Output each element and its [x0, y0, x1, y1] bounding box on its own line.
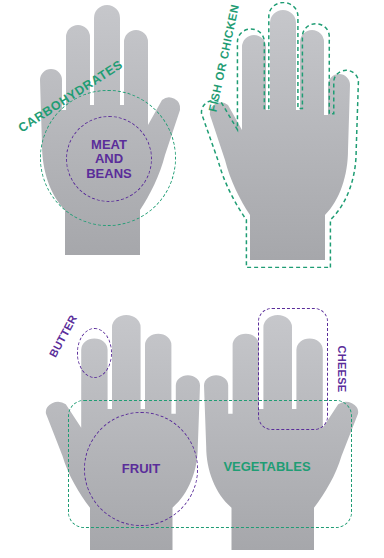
dashed-outline: [201, 3, 358, 268]
portion-circle: CARBOHYDRATESMEAT AND BEANS: [40, 90, 176, 226]
hand-outline: FISH OR CHICKEN: [198, 2, 362, 268]
food-label: FRUIT: [122, 462, 160, 476]
portion-box: VEGETABLES FRUIT: [68, 400, 352, 528]
portion-circle: FRUIT: [84, 412, 198, 526]
portion-oval: BUTTER: [77, 328, 112, 378]
hand-shape: [40, 5, 180, 255]
hand-shape: [204, 315, 358, 550]
food-label: MEAT AND BEANS: [81, 138, 137, 181]
portion-circle: MEAT AND BEANS: [66, 116, 152, 202]
food-label: FISH OR CHICKEN: [206, 3, 241, 113]
food-label: BUTTER: [47, 313, 79, 360]
food-label: CHEESE: [336, 345, 348, 392]
portion-box: CHEESE: [258, 308, 328, 430]
food-label: VEGETABLES: [223, 460, 310, 474]
